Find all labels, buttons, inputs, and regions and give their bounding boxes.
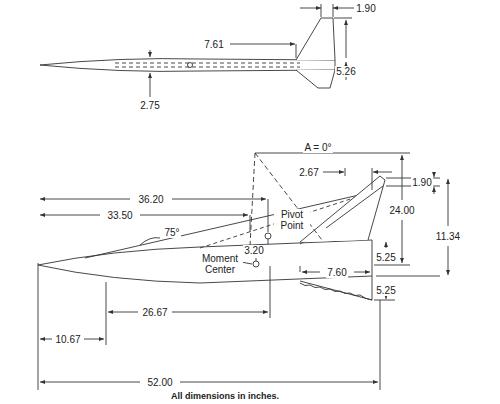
dimension-label: 7.61 [203,39,224,50]
dimension-label: 33.50 [106,210,133,221]
dimension-label: 1.90 [355,3,376,14]
dimension-label: 24.00 [388,205,415,216]
dimension-label: 26.67 [141,307,168,318]
dimension-label: 52.00 [146,377,173,388]
dimension-label: 1.90 [411,177,432,188]
dimension-label: 2.67 [298,167,319,178]
dimension-label: 10.67 [54,334,81,345]
pivot-point-label: Pivot Point [274,209,310,231]
sweep-angle-label: A = 0° [303,142,332,153]
angle-label: 75° [163,227,180,238]
dimension-label: 36.20 [137,194,164,205]
dimension-label: 2.75 [139,100,160,111]
dimension-label: 3.20 [243,245,264,256]
units-note: All dimensions in inches. [170,391,280,402]
dimension-label: 11.34 [435,231,461,242]
dimension-label: 7.60 [326,267,347,278]
dimension-label: 5.25 [375,285,396,296]
dimension-label: 5.26 [335,66,356,77]
moment-center-label: Moment Center [197,253,243,275]
dimension-label: 5.25 [375,252,396,263]
